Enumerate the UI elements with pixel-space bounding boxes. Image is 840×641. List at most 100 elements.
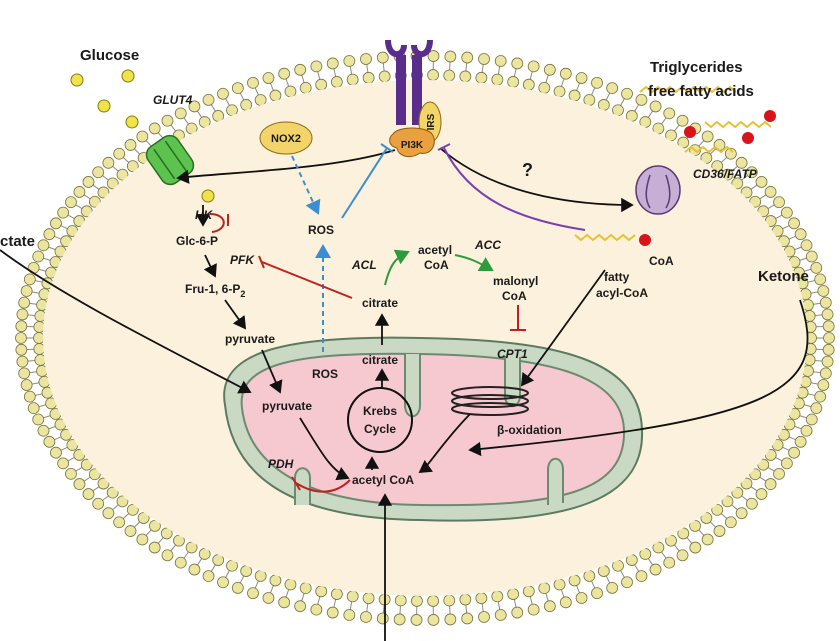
lipid-head (299, 582, 312, 595)
lipid-head (700, 152, 713, 164)
lipid-head (102, 507, 115, 520)
pi3k-label: PI3K (401, 140, 424, 151)
lipid-head (427, 614, 440, 626)
lipid-head (88, 195, 101, 208)
lipid-head (376, 612, 389, 625)
lipid-head (538, 582, 551, 595)
lipid-head (27, 402, 40, 415)
label-acetyl-cyto-2: CoA (424, 258, 449, 272)
lipid-head (427, 69, 439, 81)
lipid-head (97, 186, 110, 199)
lipid-head (188, 100, 201, 113)
lipid-head (326, 606, 339, 619)
label-fru16p2: Fru-1, 6-P2 (185, 282, 245, 299)
lipid-head (575, 592, 588, 604)
lipid-head (822, 320, 835, 333)
label-pyruvate-mito: pyruvate (262, 399, 312, 413)
lipid-head (701, 130, 714, 143)
lipid-head (269, 89, 282, 102)
glucose-dot (97, 99, 111, 113)
lipid-head (755, 176, 768, 188)
lipid-head (740, 477, 753, 490)
lipid-head (360, 53, 372, 65)
lipid-head (745, 166, 758, 179)
lipid-head (823, 332, 835, 344)
lipid-head (161, 114, 174, 127)
lipid-head (444, 613, 457, 626)
label-ros-top: ROS (308, 223, 334, 237)
lipid-head (113, 147, 126, 160)
lipid-head (136, 533, 149, 546)
arrow-pyruvate-to-mito (261, 349, 283, 394)
arrow-beta-to-acetylcoa (418, 413, 471, 474)
lipid-head (217, 576, 229, 589)
label-pfk: PFK (230, 253, 255, 267)
label-lactate: ctate (0, 233, 35, 250)
lipid-head (262, 592, 275, 604)
lipid-head (443, 594, 456, 607)
lipid-head (527, 60, 540, 73)
label-coa: CoA (649, 254, 674, 268)
lipid-head (559, 596, 572, 609)
mitochondrion (223, 336, 644, 522)
lipid-head (97, 477, 110, 490)
lipid-head (330, 588, 343, 600)
lipid-head (33, 332, 45, 344)
arrow-acetylcoa-to-malonyl (454, 254, 494, 271)
label-acc: ACC (474, 238, 501, 252)
lipid-head (231, 582, 244, 594)
lipid-head (511, 57, 524, 70)
arrow-lactate-to-pyruvate (0, 249, 252, 394)
lipid-head (106, 486, 119, 499)
lipid-head (315, 585, 328, 598)
lipid-head (37, 239, 50, 252)
lipid-head (810, 261, 823, 274)
activation-arrows (384, 249, 494, 286)
lipid-head (543, 63, 556, 76)
lipid-head (393, 613, 406, 626)
lipid-head (202, 93, 215, 106)
lipid-head (18, 296, 31, 309)
lipid-head (202, 570, 215, 583)
lipid-head (575, 72, 588, 84)
lipid-head (788, 217, 800, 230)
lipid-head (559, 67, 572, 80)
lipid-head (73, 478, 86, 490)
lipid-head (362, 71, 375, 84)
arrow-pi3k-to-glut4 (176, 149, 396, 184)
lipid-head (92, 497, 105, 510)
lipid-head (362, 592, 375, 605)
lipid-head (136, 130, 149, 143)
glucose-dot (121, 69, 135, 83)
lipid-head (621, 87, 633, 100)
lipid-head (315, 78, 328, 91)
lipid-head (724, 147, 737, 160)
lipid-head (16, 308, 29, 321)
label-malonyl-2: CoA (502, 289, 527, 303)
lipid-head (217, 87, 229, 100)
lipid-head (427, 50, 440, 62)
lipid-head (553, 578, 566, 591)
lipid-head (394, 594, 407, 607)
lipid-head (491, 590, 504, 603)
lipid-head (32, 413, 45, 426)
lipid-head (478, 611, 490, 623)
lipid-head (102, 156, 115, 169)
arrow-pyruvate-to-acetylcoa (299, 417, 350, 481)
pathway-arrows (0, 147, 809, 641)
lipid-head (23, 390, 36, 403)
lipid-head (819, 296, 832, 309)
lipid-head (410, 614, 423, 626)
lipid-head (343, 55, 356, 67)
lipid-head (780, 206, 793, 219)
lipid-head (65, 467, 77, 480)
lipid-head (635, 93, 648, 106)
label-fru16p2-main: Fru-1, 6-P (185, 282, 240, 296)
beta-oxidation-spiral (451, 386, 529, 416)
inhibit-citrate-pfk (261, 261, 353, 299)
lipid-head (821, 355, 834, 368)
lipid-head (461, 612, 474, 625)
lipid-head (57, 206, 70, 219)
lipid-head (43, 435, 56, 448)
